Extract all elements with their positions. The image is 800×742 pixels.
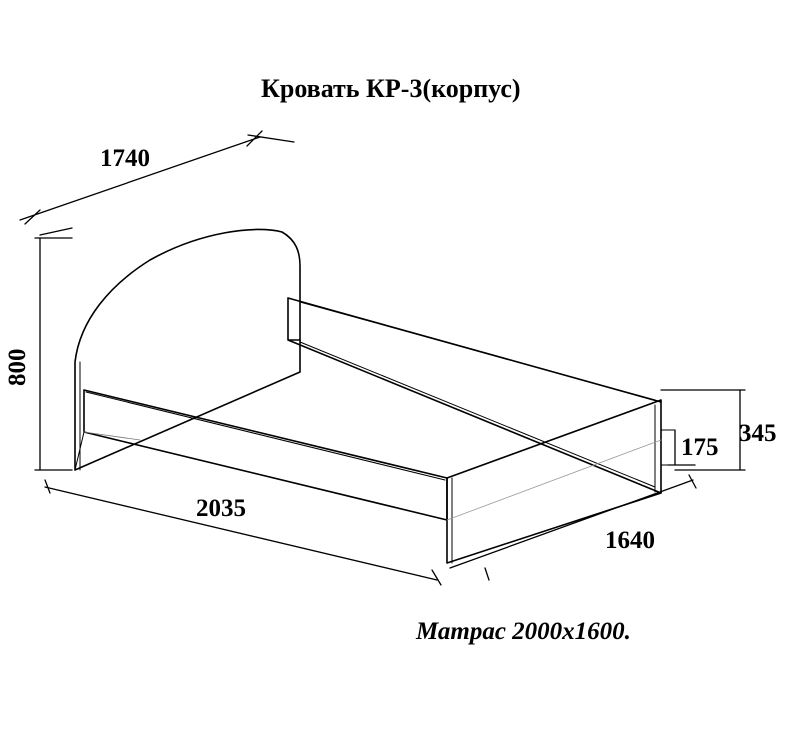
dimension-rail-height: 175: [681, 434, 719, 461]
dimension-length: 2035: [196, 495, 246, 522]
footboard: [446, 399, 662, 564]
dim-1740-line: [19, 136, 261, 221]
dim-1640-line: [449, 479, 694, 569]
dim-2035-line: [44, 486, 438, 581]
front-rail: [83, 389, 448, 521]
dimension-width-top: 1740: [100, 145, 150, 172]
drawing-title: Кровать КР-3(корпус): [261, 74, 521, 103]
back-rail: [287, 297, 662, 494]
dimension-depth: 1640: [605, 527, 655, 554]
dimension-height: 800: [4, 348, 31, 387]
headboard-outline: [74, 228, 301, 471]
dimension-side-height: 345: [739, 420, 777, 447]
mattress-note: Матрас 2000х1600.: [416, 618, 631, 645]
